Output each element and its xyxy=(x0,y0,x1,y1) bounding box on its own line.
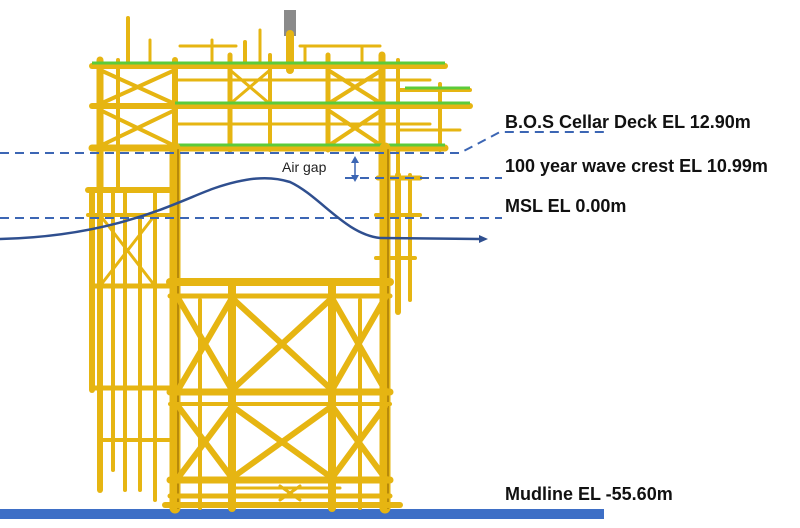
wave-crest-label: 100 year wave crest EL 10.99m xyxy=(505,156,768,176)
topside-frame xyxy=(88,16,473,194)
wave-arrowhead xyxy=(479,235,488,243)
mudline-label: Mudline EL -55.60m xyxy=(505,484,673,504)
offshore-jacket-structure xyxy=(85,10,473,514)
conductor-frame xyxy=(85,187,178,502)
jacket-x-bracing xyxy=(175,295,388,502)
wave-profile xyxy=(0,176,481,241)
cellar-deck-label: B.O.S Cellar Deck EL 12.90m xyxy=(505,112,751,132)
mudline-seabed-bar xyxy=(0,509,604,519)
air-gap-indicator xyxy=(351,156,359,182)
cellar-deck-level-line xyxy=(0,131,605,154)
flare-tip xyxy=(284,10,296,36)
air-gap-label: Air gap xyxy=(282,159,327,175)
msl-label: MSL EL 0.00m xyxy=(505,196,626,216)
jacket-horizontals xyxy=(166,278,394,499)
jacket-legs xyxy=(169,142,391,514)
